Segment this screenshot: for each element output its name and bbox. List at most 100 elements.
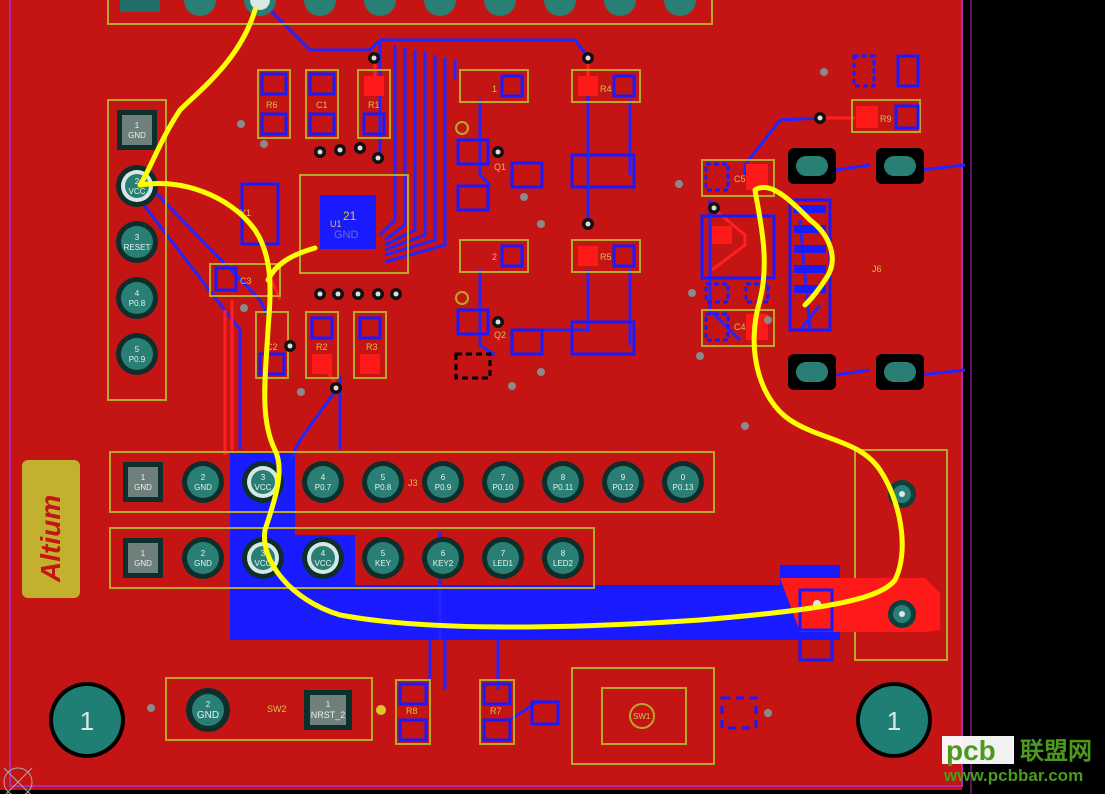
left-header-pin-num: 3: [135, 233, 140, 242]
header-row1-pin: 8P0.11: [542, 461, 584, 503]
c5-label: C5: [734, 174, 746, 184]
component-footprints: R6 C1 R1 1 R4 Q1 2 R5: [165, 54, 940, 765]
header-row1-pin-num: 8: [561, 473, 566, 482]
sw1-label: SW1: [633, 712, 651, 721]
header-row1-pin: 5P0.8: [362, 461, 404, 503]
header-row2-pin-num: 1: [141, 549, 146, 558]
r1-label: R1: [368, 100, 380, 110]
header-row1-pin-net: P0.9: [435, 483, 452, 492]
header-row1-pin-net: GND: [194, 483, 212, 492]
header-row1-pin-net: P0.13: [673, 483, 694, 492]
r9-label: R9: [880, 114, 892, 124]
c1-label: C1: [316, 100, 328, 110]
sw2-pad1-num: 2: [206, 700, 211, 709]
header-row1-pin-num: 0: [681, 473, 686, 482]
header-row1-pin-num: 1: [141, 473, 146, 482]
left-header-pin-num: 5: [135, 345, 140, 354]
header-row2-pin-net: KEY: [375, 559, 392, 568]
r6-label: R6: [266, 100, 278, 110]
left-header-pin-net: P0.8: [129, 299, 146, 308]
header-row2-pin-num: 2: [201, 549, 206, 558]
header-row1-pin-net: P0.7: [315, 483, 332, 492]
header-row1-pin: 4P0.7: [302, 461, 344, 503]
left-header-pin: 4P0.8: [116, 277, 158, 319]
mounting-holes: 1 1: [49, 682, 932, 758]
hole-left-label: 1: [80, 706, 94, 736]
header-row2-pin-num: 3: [261, 549, 266, 558]
header-row2-pin-net: KEY2: [433, 559, 454, 568]
r3-label: R3: [366, 342, 378, 352]
left-header-pin-net: P0.9: [129, 355, 146, 364]
bottom-copper-pour: [230, 452, 840, 640]
power-jack-outline: [854, 449, 948, 661]
altium-logo-text: Altium: [35, 495, 66, 583]
c3-label: C3: [240, 276, 252, 286]
header-row1-pin: 0P0.13: [662, 461, 704, 503]
c4-label: C4: [734, 322, 746, 332]
sw2-pads: 2 GND 1 NRST_2: [186, 688, 352, 732]
header-row2-pin-num: 6: [441, 549, 446, 558]
watermark-url: www.pcbbar.com: [943, 766, 1083, 785]
r7-label: R7: [490, 706, 502, 716]
watermark-cn: 联盟网: [1020, 737, 1092, 765]
top-header-outline: [107, 0, 713, 25]
left-header-outline: [107, 99, 167, 401]
header-row1-pin-net: P0.10: [493, 483, 514, 492]
left-header-pin-net: VCC: [129, 187, 146, 196]
top-header-pads: [120, 0, 696, 16]
header-row2-pin-net: LED2: [553, 559, 574, 568]
header-row1-pin-net: P0.8: [375, 483, 392, 492]
sw2-pad1-net: GND: [197, 710, 219, 721]
j3-row2-outline: [109, 527, 595, 589]
origin-marker: [3, 767, 33, 794]
header-row1-pin-num: 5: [381, 473, 386, 482]
header-row1-pin-num: 6: [441, 473, 446, 482]
header-row1-pin-num: 7: [501, 473, 506, 482]
pcbbar-watermark: pcb 联盟网 www.pcbbar.com: [942, 735, 1092, 785]
header-row2-pin-net: GND: [194, 559, 212, 568]
header-row1-pin: 6P0.9: [422, 461, 464, 503]
altium-logo: Altium: [22, 460, 80, 598]
sw2-pad2-net: NRST_2: [311, 710, 346, 720]
header-row2-pin-net: VCC: [255, 559, 272, 568]
header-row1-pin-num: 3: [261, 473, 266, 482]
left-header-pin-net: RESET: [124, 243, 151, 252]
header-row2-pin-num: 5: [381, 549, 386, 558]
stitching-vias: [147, 68, 828, 717]
board-outline: [9, 0, 963, 787]
header-row1-pin-net: P0.12: [613, 483, 634, 492]
q1-label: Q1: [494, 162, 506, 172]
r2-label: R2: [316, 342, 328, 352]
header-row1-pin-net: GND: [134, 483, 152, 492]
left-header-pin-num: 1: [135, 121, 140, 130]
watermark-logo: pcb: [946, 735, 996, 766]
header-row1-pin: 9P0.12: [602, 461, 644, 503]
header-row2-pin-num: 4: [321, 549, 326, 558]
header-row2-pin-num: 7: [501, 549, 506, 558]
header-row1-pin: 7P0.10: [482, 461, 524, 503]
left-header-pin: 5P0.9: [116, 333, 158, 375]
header-row1-pin-net: VCC: [255, 483, 272, 492]
left-header-pin-num: 4: [135, 289, 140, 298]
j3-label: J3: [408, 478, 418, 488]
q2-label: Q2: [494, 330, 506, 340]
c2-label: C2: [266, 342, 278, 352]
highlight-annotations: [137, 7, 905, 630]
sw2-pad2-num: 1: [326, 700, 331, 709]
header-row2-pin-net: LED1: [493, 559, 514, 568]
u1-pad-num: 21: [343, 209, 357, 223]
d2-label: 2: [492, 252, 497, 262]
sw2-label: SW2: [267, 704, 287, 714]
r8-label: R8: [406, 706, 418, 716]
